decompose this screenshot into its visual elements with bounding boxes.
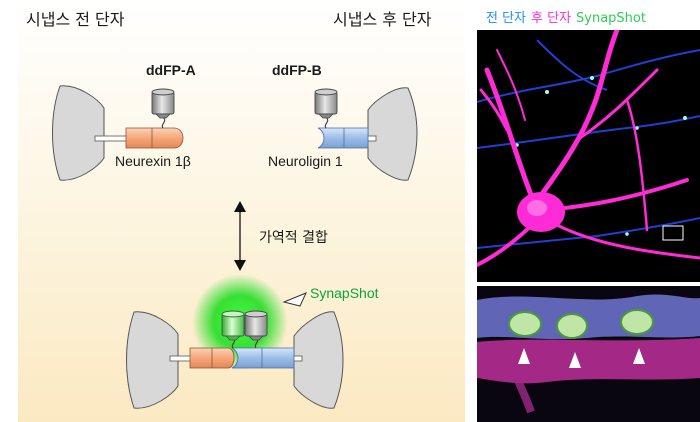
neuroligin-label: Neuroligin 1 bbox=[268, 153, 343, 169]
postsynaptic-membrane-top bbox=[367, 87, 418, 181]
synapse-diagram bbox=[52, 85, 418, 409]
arrowhead-2 bbox=[569, 352, 581, 368]
arrowhead-3 bbox=[633, 348, 645, 364]
puncta-2 bbox=[556, 313, 588, 339]
arrowhead-1 bbox=[518, 348, 530, 364]
puncta-1 bbox=[508, 311, 542, 337]
reversible-arrow bbox=[234, 201, 246, 271]
neuroligin-bound bbox=[231, 347, 295, 369]
neurexin-label: Neurexin 1β bbox=[115, 153, 191, 169]
postsynaptic-header: 시냅스 후 단자 bbox=[333, 10, 432, 29]
neuroligin-protein bbox=[317, 127, 369, 149]
ddfp-a-label: ddFP-A bbox=[146, 62, 196, 78]
snapshot-pointer bbox=[282, 292, 307, 307]
presynaptic-membrane-bottom bbox=[126, 311, 179, 409]
puncta-3 bbox=[620, 309, 654, 335]
synapshot-label: SynapShot bbox=[310, 285, 379, 301]
reversible-binding-label: 가역적 결합 bbox=[259, 230, 328, 246]
legend-snapshot: SynapShot bbox=[576, 11, 646, 26]
presynaptic-header: 시냅스 전 단자 bbox=[26, 10, 125, 29]
neurexin-protein bbox=[125, 127, 184, 149]
ddfp-b-label: ddFP-B bbox=[272, 62, 322, 78]
legend-pre: 전 단자 bbox=[486, 11, 527, 26]
postsynaptic-membrane-bottom bbox=[293, 311, 344, 409]
presynaptic-membrane-top bbox=[52, 85, 105, 181]
zoom-image bbox=[477, 286, 700, 422]
zoom-box bbox=[662, 225, 684, 241]
neuron-image bbox=[477, 30, 700, 282]
color-legend: 전 단자 후 단자 SynapShot bbox=[486, 7, 651, 26]
legend-post: 후 단자 bbox=[531, 11, 572, 26]
